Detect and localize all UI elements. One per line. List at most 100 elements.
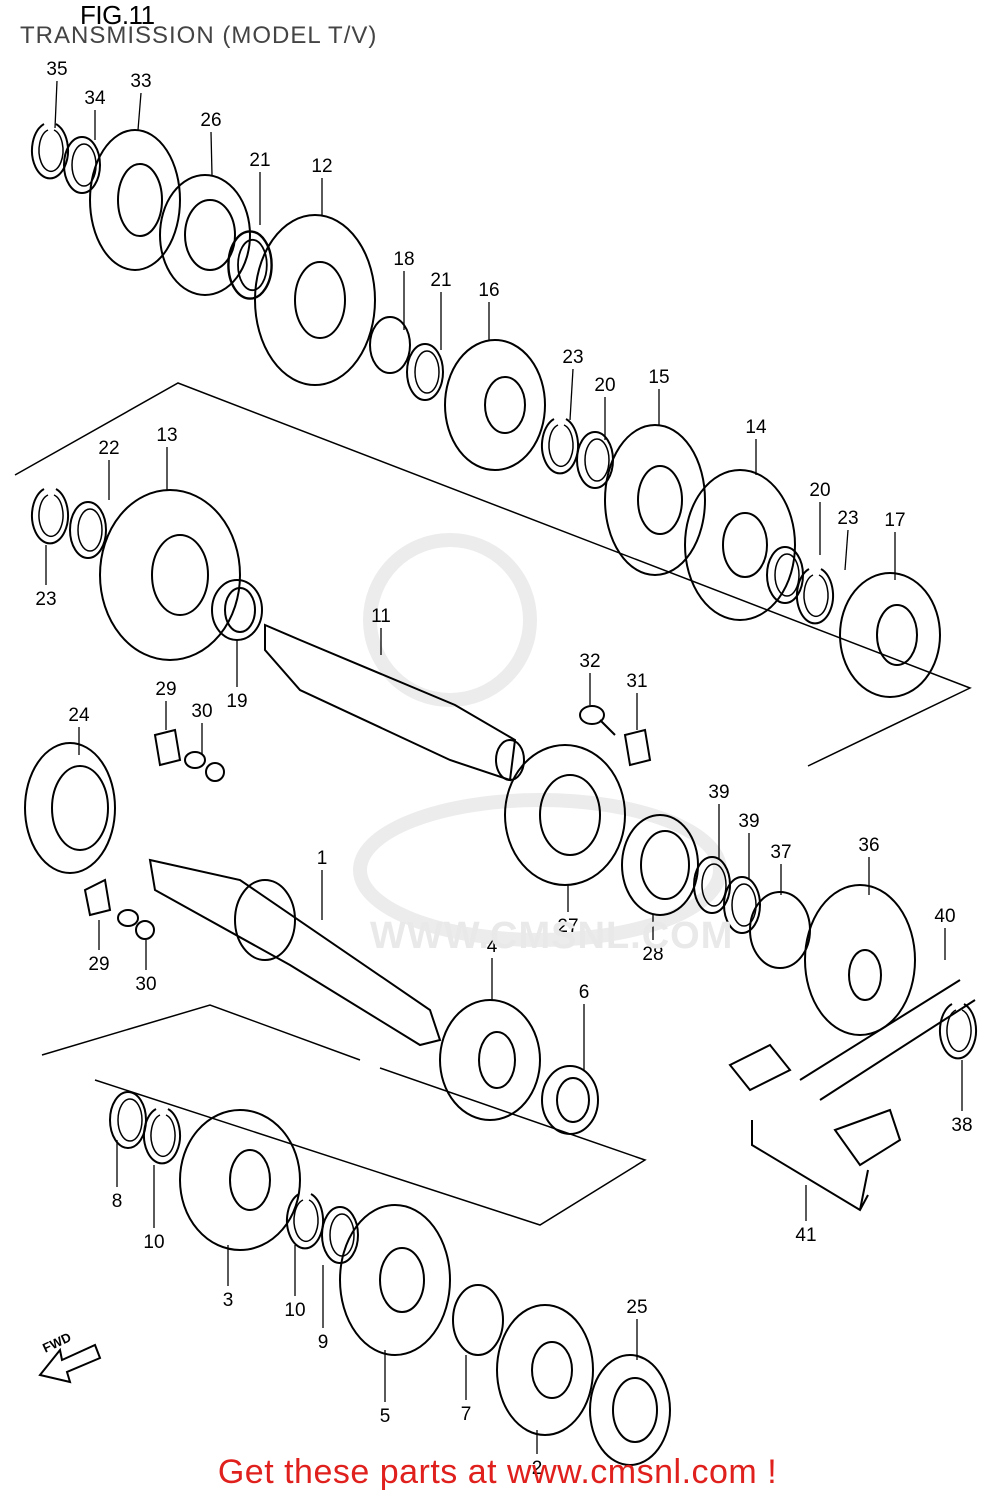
part-38-circlip [939, 1003, 977, 1060]
callout-14: 14 [745, 417, 767, 438]
part-32-bolt [579, 705, 616, 736]
callout-20: 20 [594, 375, 615, 396]
part-37-spacer [749, 891, 811, 969]
callout-19: 19 [226, 691, 247, 712]
figure-label: FIG.11 [80, 0, 155, 30]
part-8-washer [109, 1091, 147, 1149]
callout-39: 39 [738, 811, 759, 832]
callout-12: 12 [311, 156, 332, 177]
leader-line-26 [210, 131, 213, 176]
callout-6: 6 [579, 982, 590, 1003]
part-18-bushing [369, 316, 411, 374]
callout-4: 4 [487, 936, 498, 957]
callout-25: 25 [626, 1297, 647, 1318]
watermark-text: WWW.CMSNL.COM [370, 915, 734, 957]
callout-13: 13 [156, 425, 177, 446]
part-14-gear [684, 469, 796, 621]
fwd-arrow-icon [38, 1343, 102, 1384]
callout-leaders [45, 80, 963, 1454]
callout-34: 34 [84, 88, 106, 109]
callout-30: 30 [135, 974, 156, 995]
callout-29: 29 [88, 954, 109, 975]
callout-29: 29 [155, 679, 176, 700]
callout-41: 41 [795, 1225, 816, 1246]
callout-32: 32 [579, 651, 600, 672]
callout-39: 39 [708, 782, 729, 803]
part-25-bearing [589, 1354, 671, 1466]
part-9-washer [321, 1206, 359, 1264]
part-29-plate-b [83, 878, 112, 917]
callout-3: 3 [223, 1290, 234, 1311]
callout-36: 36 [858, 835, 879, 856]
part-23-circlip [541, 418, 579, 475]
callout-38: 38 [951, 1115, 972, 1136]
part-26-bearing [159, 174, 251, 296]
callout-22: 22 [98, 438, 119, 459]
part-22-washer [69, 501, 107, 559]
part-1-mainshaft [148, 858, 442, 1047]
callout-10: 10 [284, 1300, 305, 1321]
part-24-bearing [24, 742, 116, 874]
part-35-circlip [31, 123, 69, 180]
callout-27: 27 [557, 916, 578, 937]
callout-31: 31 [626, 671, 647, 692]
leader-line-33 [137, 92, 142, 131]
callout-10: 10 [143, 1232, 164, 1253]
part-21-washer-b [406, 343, 444, 401]
callout-15: 15 [648, 367, 669, 388]
part-15-gear [604, 424, 706, 576]
callout-5: 5 [380, 1406, 391, 1427]
callout-17: 17 [884, 510, 905, 531]
callout-30: 30 [191, 701, 212, 722]
part-10-circlip-b [286, 1193, 324, 1250]
part-11-countershaft [264, 623, 525, 782]
part-10-circlip [143, 1108, 181, 1165]
part-2-gear [496, 1304, 594, 1436]
callout-7: 7 [461, 1404, 472, 1425]
diagram-subtitle: TRANSMISSION (MODEL T/V) [20, 22, 378, 49]
leader-line-23 [844, 529, 849, 571]
part-12-gear [254, 214, 376, 386]
callout-21: 21 [249, 150, 270, 171]
part-33-gear [89, 129, 181, 271]
callout-37: 37 [770, 842, 791, 863]
callout-8: 8 [112, 1191, 123, 1212]
part-17-gear [839, 572, 941, 698]
callout-40: 40 [934, 906, 955, 927]
part-16-gear [444, 339, 546, 471]
part-27-bearing [504, 744, 626, 886]
callout-28: 28 [642, 944, 663, 965]
callout-9: 9 [318, 1332, 329, 1353]
callout-11: 11 [371, 606, 391, 627]
part-13-gear [99, 489, 241, 661]
part-29-plate [153, 728, 182, 767]
callout-35: 35 [46, 59, 67, 80]
part-19-bushing [211, 579, 263, 641]
callout-20: 20 [809, 480, 830, 501]
part-36-sprocket [804, 884, 916, 1036]
part-7-bushing [452, 1284, 504, 1356]
callout-23: 23 [562, 347, 583, 368]
callout-24: 24 [68, 705, 90, 726]
leader-line-35 [54, 80, 58, 129]
part-31-plate [623, 728, 652, 767]
bottom-shaft-frame [41, 1004, 647, 1226]
part-5-gear [339, 1204, 451, 1356]
part-34-washer [63, 136, 101, 194]
callout-2: 2 [532, 1458, 543, 1479]
callout-23: 23 [35, 589, 56, 610]
part-6-bushing [541, 1065, 599, 1135]
callout-33: 33 [130, 71, 151, 92]
part-4-gear [439, 999, 541, 1121]
callout-21: 21 [430, 270, 451, 291]
watermark-logo [353, 533, 727, 947]
part-30-bolt [184, 751, 225, 782]
part-28-seal [621, 814, 699, 916]
part-30-bolt-b [117, 909, 155, 940]
part-41-master-link [728, 1043, 902, 1212]
callout-23: 23 [837, 508, 858, 529]
part-3-gear [179, 1109, 301, 1251]
footer-link[interactable]: Get these parts at www.cmsnl.com ! [217, 1453, 778, 1491]
